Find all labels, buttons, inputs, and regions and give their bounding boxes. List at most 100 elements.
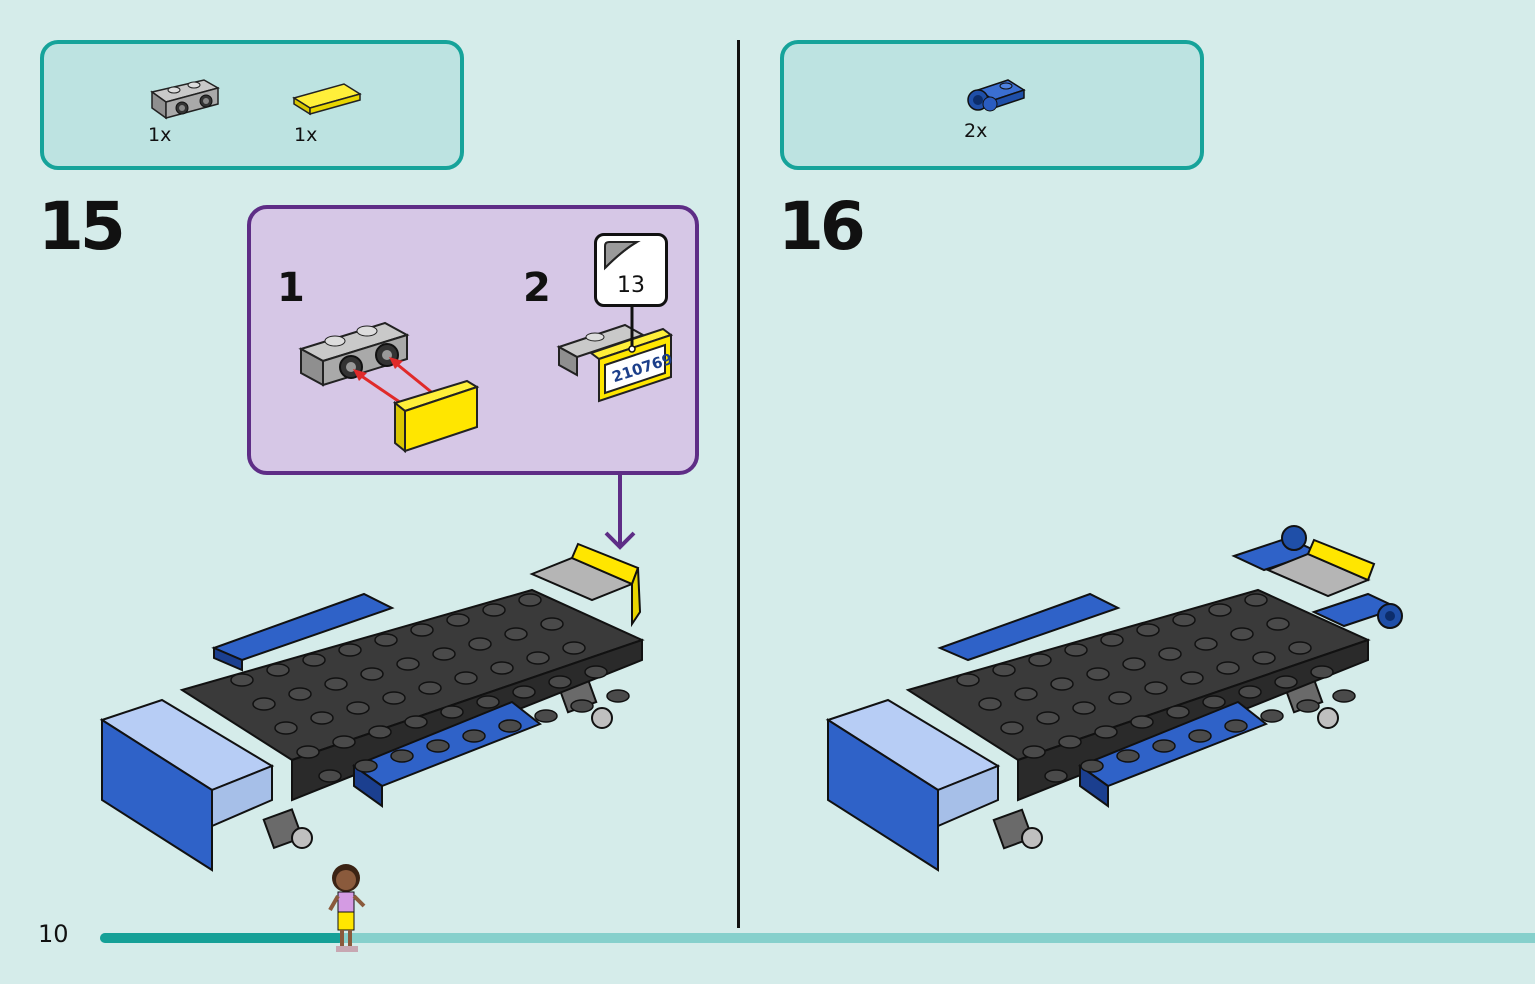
stud <box>562 641 586 655</box>
stud <box>1116 749 1140 763</box>
stud <box>1310 665 1334 679</box>
stud <box>404 715 428 729</box>
stud <box>1022 745 1046 759</box>
stud <box>548 675 572 689</box>
stud <box>956 673 980 687</box>
stud <box>1130 715 1154 729</box>
substep-number: 2 <box>523 265 551 311</box>
car-chassis-step-16-illustration <box>825 525 1403 872</box>
stud <box>382 691 406 705</box>
stud <box>346 701 370 715</box>
stud <box>1274 675 1298 689</box>
stud <box>1238 685 1262 699</box>
stud <box>584 665 608 679</box>
sticker-sheet-icon <box>604 241 641 271</box>
stud <box>498 719 522 733</box>
stud <box>1094 725 1118 739</box>
step-number: 16 <box>778 188 866 265</box>
sticker-connector-line <box>628 307 636 353</box>
stud <box>302 653 326 667</box>
stud <box>266 663 290 677</box>
step-number: 15 <box>38 188 126 265</box>
stud <box>374 633 398 647</box>
stud <box>432 647 456 661</box>
progress-bar <box>100 933 1535 943</box>
stud <box>512 685 536 699</box>
stud <box>518 593 542 607</box>
bracket-with-tile-illustration <box>298 321 480 454</box>
stud <box>540 617 564 631</box>
stud <box>606 689 630 703</box>
stud <box>410 623 434 637</box>
gray-bracket-part-icon <box>150 79 220 120</box>
stud <box>1064 643 1088 657</box>
page-divider <box>737 40 740 928</box>
stud <box>1260 709 1284 723</box>
stud <box>1152 739 1176 753</box>
stud <box>534 709 558 723</box>
stud <box>570 699 594 713</box>
stud <box>332 735 356 749</box>
stud <box>482 603 506 617</box>
stud <box>296 745 320 759</box>
progress-bar-fill <box>100 933 344 943</box>
stud <box>1208 603 1232 617</box>
stud <box>368 725 392 739</box>
stud <box>360 667 384 681</box>
car-chassis-step-15-illustration <box>99 542 645 872</box>
stud <box>1194 637 1218 651</box>
sticker-callout: 13 <box>594 233 668 307</box>
stud <box>1332 689 1356 703</box>
stud <box>1014 687 1038 701</box>
stud <box>1158 647 1182 661</box>
part-quantity: 1x <box>294 124 318 146</box>
stud <box>1122 657 1146 671</box>
stud <box>1044 769 1068 783</box>
page-number: 10 <box>38 920 69 948</box>
stud <box>274 721 298 735</box>
stud <box>468 637 492 651</box>
stud <box>1058 735 1082 749</box>
sticker-number: 13 <box>617 273 645 298</box>
stud <box>1028 653 1052 667</box>
stud <box>1180 671 1204 685</box>
stud <box>318 769 342 783</box>
stud <box>1036 711 1060 725</box>
stud <box>1188 729 1212 743</box>
stud <box>288 687 312 701</box>
stud <box>1244 593 1268 607</box>
stud <box>338 643 362 657</box>
stud <box>1100 633 1124 647</box>
stud <box>454 671 478 685</box>
stud <box>418 681 442 695</box>
stud <box>1136 623 1160 637</box>
stud <box>462 729 486 743</box>
stud <box>1266 617 1290 631</box>
stud <box>390 749 414 763</box>
part-quantity: 2x <box>964 120 988 142</box>
substep-number: 1 <box>277 265 305 311</box>
stud <box>504 627 528 641</box>
blue-wheel-holder-part-icon <box>967 79 1026 112</box>
stud <box>446 613 470 627</box>
stud <box>1202 695 1226 709</box>
stud <box>1086 667 1110 681</box>
parts-callout-step-16: 2x <box>780 40 1204 170</box>
stud <box>252 697 276 711</box>
stud <box>1252 651 1276 665</box>
stud <box>992 663 1016 677</box>
stud <box>1224 719 1248 733</box>
parts-callout-step-15: 1x 1x <box>40 40 464 170</box>
stud <box>490 661 514 675</box>
stud <box>426 739 450 753</box>
stud <box>354 759 378 773</box>
stud <box>396 657 420 671</box>
stud <box>1050 677 1074 691</box>
stud <box>476 695 500 709</box>
stud <box>1216 661 1240 675</box>
stud <box>1072 701 1096 715</box>
part-quantity: 1x <box>148 124 172 146</box>
stud <box>230 673 254 687</box>
bracket-with-sticker-illustration <box>556 323 674 403</box>
stud <box>1080 759 1104 773</box>
